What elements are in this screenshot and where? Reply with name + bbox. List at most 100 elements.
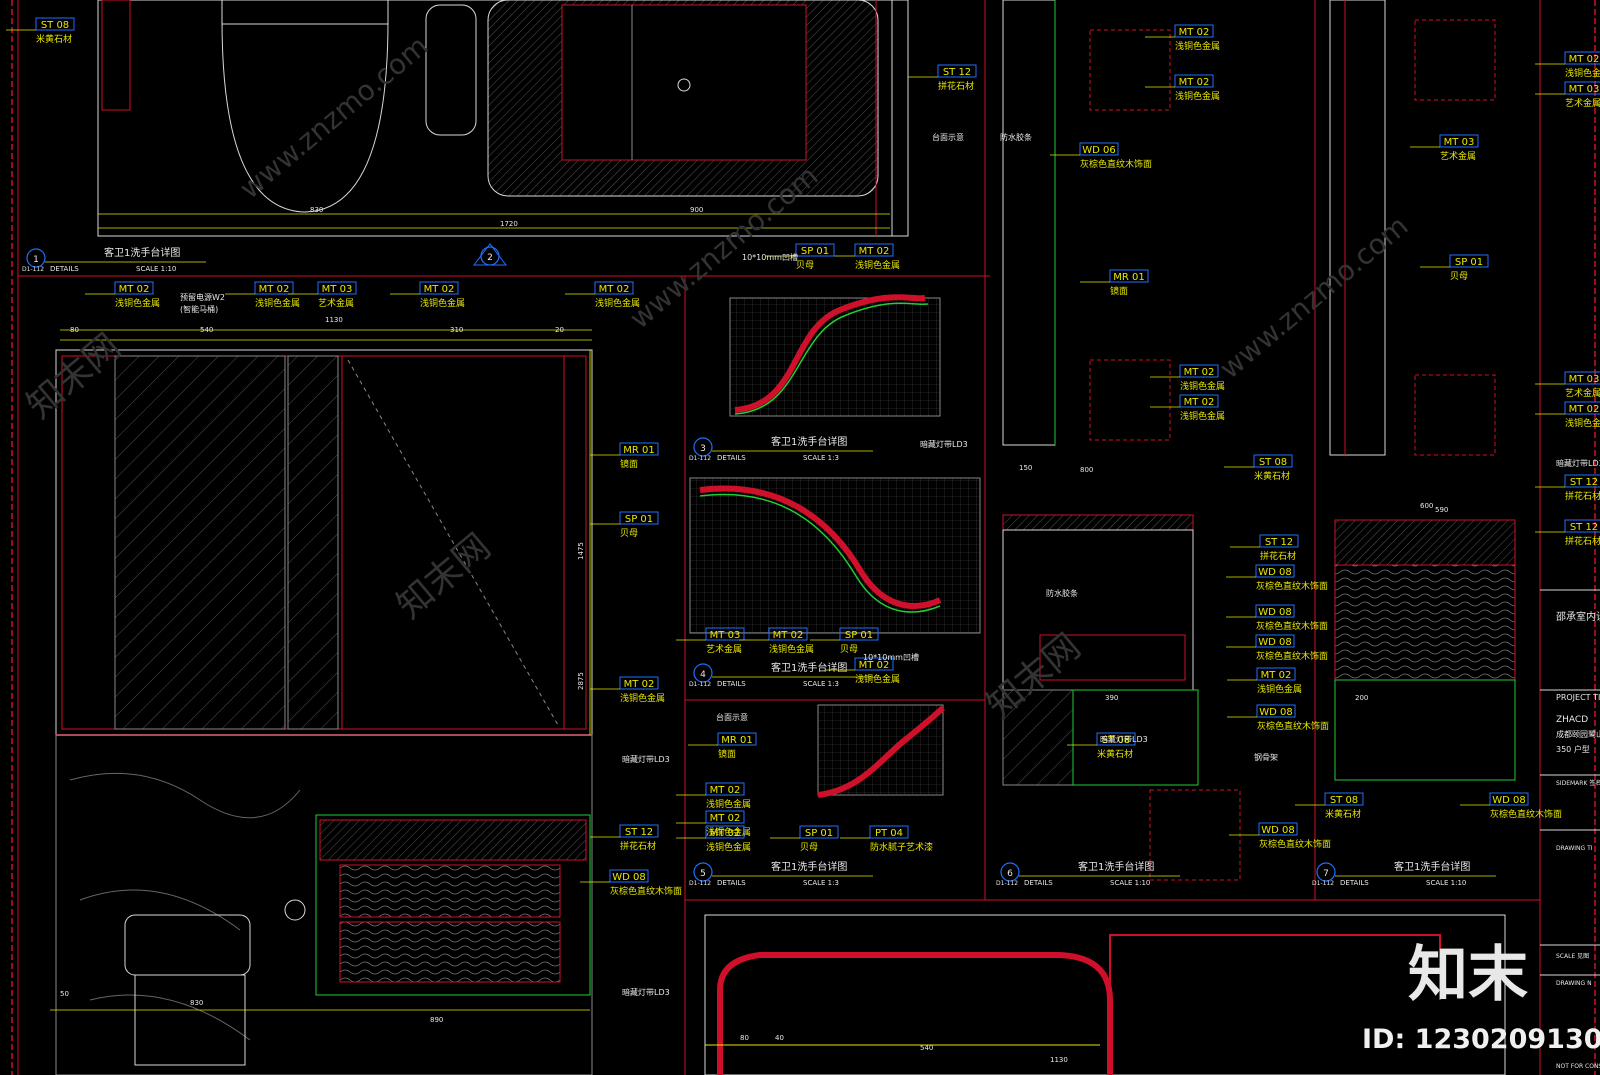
tag-code: MT 03 — [710, 630, 741, 641]
title-number: 2 — [487, 253, 493, 263]
tag-code: MT 02 — [119, 284, 150, 295]
dimension-value: 590 — [1435, 506, 1448, 514]
tag-code: SP 01 — [625, 514, 653, 525]
title-block-drawing-no: DRAWING N — [1556, 980, 1592, 987]
tag-description: 艺术金属 — [1565, 387, 1600, 399]
title-block-status: NOT FOR CONS — [1556, 1063, 1600, 1070]
tag-box — [1564, 474, 1600, 488]
tag-code: MT 02 — [1179, 77, 1210, 88]
tag-box — [317, 281, 357, 295]
title-scale: SCALE 1:10 — [1110, 879, 1150, 887]
tag-code: MT 03 — [1569, 374, 1600, 385]
title-scale: SCALE 1:3 — [803, 680, 839, 688]
detail-1-plan — [97, 0, 909, 237]
dimension-value: 40 — [775, 1034, 784, 1042]
title-marker: 2 — [472, 243, 508, 266]
tag-code: ST 12 — [1570, 477, 1598, 488]
tag-description: 灰棕色直纹木饰面 — [1256, 620, 1328, 632]
title-sheet: D1-112 — [1312, 880, 1334, 887]
tag-description: 贝母 — [800, 842, 818, 853]
dimension-value: 200 — [1355, 694, 1368, 702]
tag-description: 浅铜色金属 — [1180, 410, 1225, 422]
detail-1-dims — [98, 213, 890, 229]
tag-box — [1564, 81, 1600, 95]
tag-description: 镜面 — [1110, 285, 1128, 297]
title-details: DETAILS — [717, 454, 746, 462]
dimension-value: 1130 — [1050, 1056, 1068, 1064]
dimension-value: 2875 — [577, 672, 585, 690]
material-tag: MT 02 浅铜色金属 — [1145, 74, 1220, 102]
title-bubble — [693, 663, 713, 683]
tag-code: MR 01 — [623, 445, 654, 456]
title-bubble — [26, 248, 46, 268]
tag-description: 灰棕色直纹木饰面 — [1259, 838, 1331, 850]
tag-description: 浅铜色金属 — [1175, 90, 1220, 102]
tag-box — [619, 676, 659, 690]
tag-code: SP 01 — [801, 246, 829, 257]
tag-box — [114, 281, 154, 295]
detail-8-section — [704, 914, 1506, 1075]
annotation-note: 暗藏灯带LD3 — [622, 987, 670, 997]
tag-description: 浅铜色金属 — [706, 798, 751, 810]
dimension-value: 20 — [555, 326, 564, 334]
tag-box — [854, 243, 894, 257]
tag-code: MT 02 — [1261, 670, 1292, 681]
material-tag: MR 01 镜面 — [590, 442, 659, 470]
tag-description: 灰棕色直纹木饰面 — [1490, 808, 1562, 820]
tag-description: 拼花石材 — [1565, 490, 1600, 502]
tag-box — [1489, 792, 1529, 806]
tag-description: 浅铜色金属 — [855, 259, 900, 271]
annotation-note: 10*10mm凹槽 — [863, 652, 919, 662]
tag-description: 浅铜色金属 — [1565, 67, 1600, 79]
material-tag: MT 03 艺术金属 — [1535, 371, 1600, 399]
sheet-frame — [11, 0, 1596, 1075]
tag-description: 浅铜色金属 — [255, 297, 300, 309]
dimension-value: 540 — [920, 1044, 933, 1052]
tag-box — [1255, 604, 1295, 618]
tag-code: WD 08 — [1258, 607, 1292, 618]
watermark-brand-logo: 知末 — [1408, 940, 1528, 1010]
dimension-value: 80 — [70, 326, 79, 334]
tag-description: 镜面 — [620, 458, 638, 470]
tag-box — [705, 782, 745, 796]
title-name: 客卫1洗手台详图 — [104, 246, 180, 259]
tag-code: WD 08 — [1258, 567, 1292, 578]
tag-code: MT 02 — [1184, 367, 1215, 378]
tag-description: 贝母 — [620, 528, 638, 539]
tag-description: 艺术金属 — [318, 297, 354, 309]
tag-description: 灰棕色直纹木饰面 — [1257, 720, 1329, 732]
annotation-note: 预留电源W2 — [180, 292, 225, 302]
watermark-id: ID: 1230209130 — [1362, 1024, 1600, 1055]
tag-box — [795, 243, 835, 257]
dimension-value: 900 — [690, 206, 703, 214]
dimension-value: 830 — [310, 206, 323, 214]
title-name: 客卫1洗手台详图 — [1394, 860, 1470, 873]
tag-box — [1564, 51, 1600, 65]
tag-description: 贝母 — [796, 260, 814, 271]
tag-box — [839, 627, 879, 641]
details-6-7-sections — [1002, 0, 1516, 881]
dimension-value: 310 — [450, 326, 463, 334]
tag-code: MT 02 — [710, 813, 741, 824]
annotation-note: 台面示意 — [932, 132, 964, 142]
tag-description: 米黄石材 — [1325, 808, 1361, 820]
